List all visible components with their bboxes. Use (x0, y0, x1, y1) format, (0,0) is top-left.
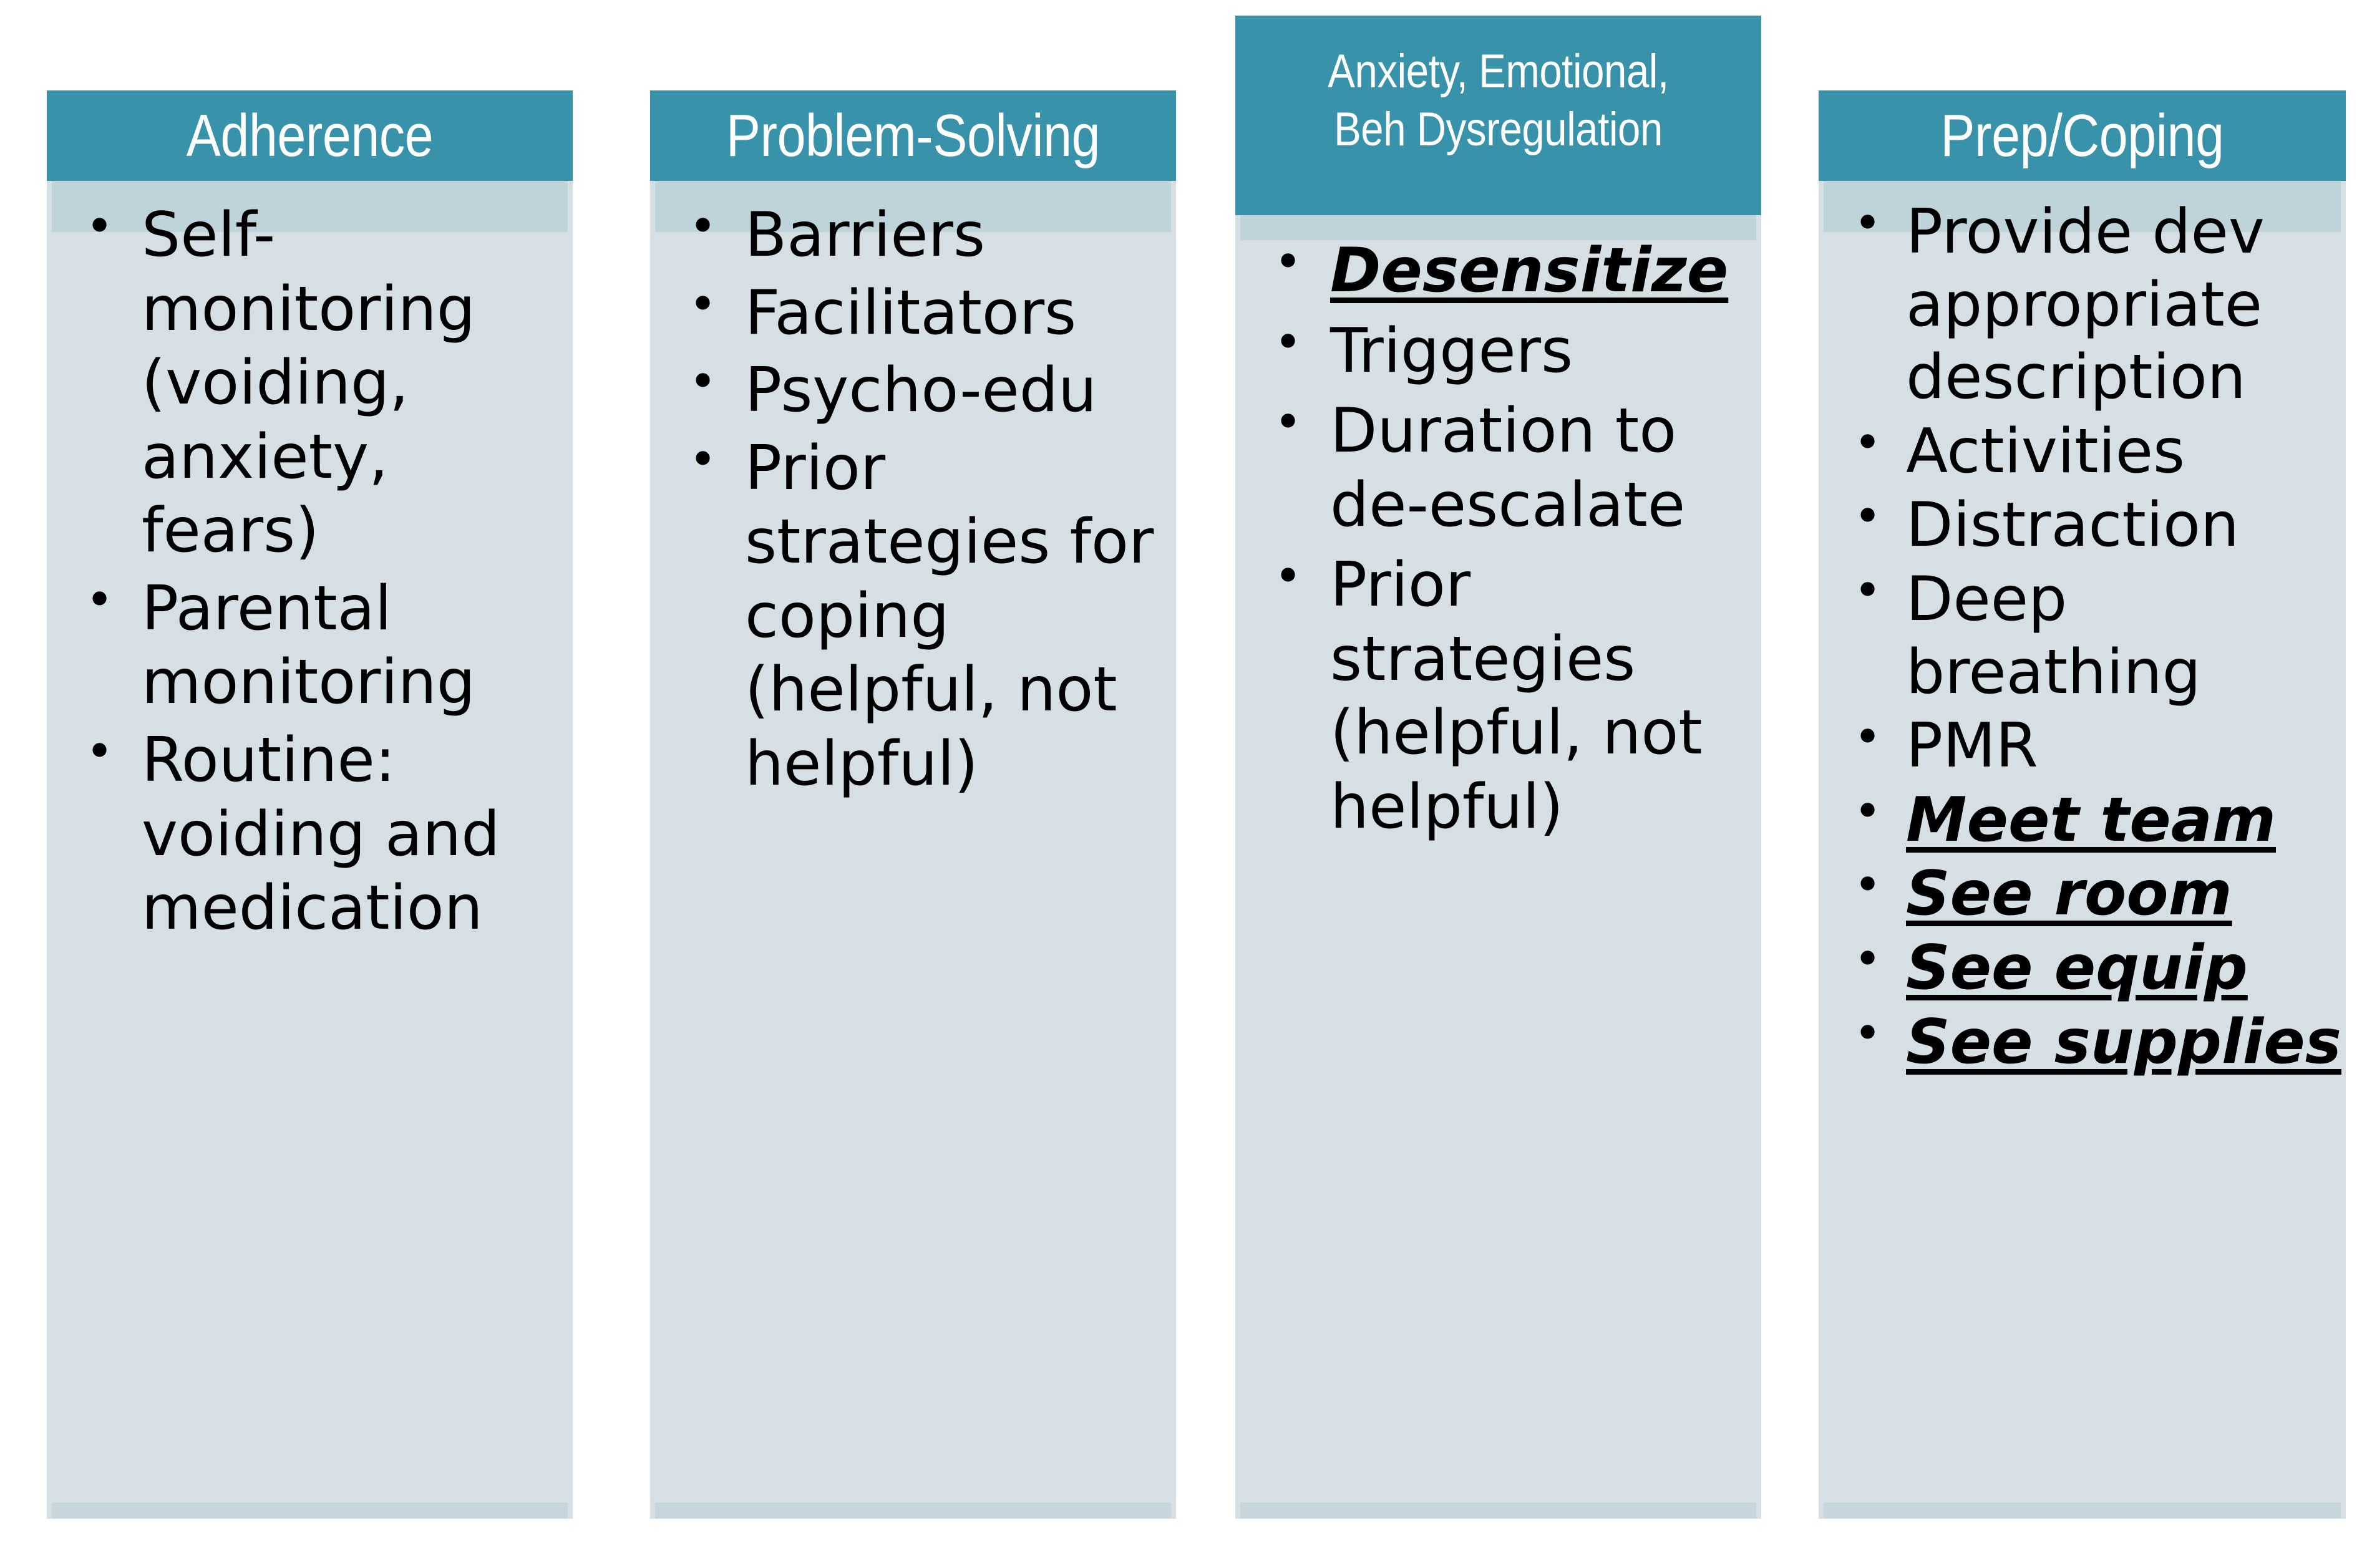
footer-shadow-band (1824, 1503, 2341, 1519)
list-item: PMR (1819, 710, 2346, 783)
list-item-text: See equip (1906, 932, 2248, 1004)
list-item: See equip (1819, 932, 2346, 1005)
list-item-text: Deep breathing (1906, 564, 2201, 708)
list-item: See supplies (1819, 1006, 2346, 1079)
list-item: Provide dev appropriate description (1819, 196, 2346, 414)
list-item-text: Facilitators (745, 277, 1077, 349)
list-item-text: See room (1906, 858, 2232, 930)
list-item-text: PMR (1906, 710, 2038, 782)
list-item-text: Self-monitoring (voiding, anxiety, fears… (142, 200, 475, 567)
column-prep-coping: Prep/Coping Provide dev appropriate desc… (1819, 90, 2346, 1519)
column-body-prep-coping: Provide dev appropriate description Acti… (1819, 181, 2346, 1519)
column-header-prep-coping: Prep/Coping (1819, 90, 2346, 181)
list-item: Distraction (1819, 489, 2346, 562)
column-title: Problem-Solving (726, 102, 1101, 169)
bullet-list-anxiety: Desensitize Triggers Duration to de-esca… (1235, 234, 1761, 844)
column-body-anxiety-emotional-beh-dysregulation: Desensitize Triggers Duration to de-esca… (1235, 215, 1761, 1519)
list-item: Duration to de-escalate (1235, 394, 1761, 542)
column-header-adherence: Adherence (47, 90, 573, 181)
column-title: Adherence (186, 102, 434, 169)
list-item: See room (1819, 858, 2346, 931)
column-title: Prep/Coping (1940, 102, 2224, 169)
list-item-text: Provide dev appropriate description (1906, 196, 2265, 414)
list-item-text: Meet team (1906, 784, 2276, 856)
column-title: Anxiety, Emotional, Beh Dysregulation (1328, 45, 1669, 156)
bullet-list-adherence: Self-monitoring (voiding, anxiety, fears… (47, 198, 573, 946)
list-item: Desensitize (1235, 234, 1761, 308)
list-item-text: Duration to de-escalate (1330, 395, 1686, 541)
bullet-list-prep-coping: Provide dev appropriate description Acti… (1819, 196, 2346, 1078)
column-problem-solving: Problem-Solving Barriers Facilitators Ps… (650, 90, 1176, 1519)
list-item-text: Prior strategies (helpful, not helpful) (1330, 549, 1703, 843)
list-item: Barriers (650, 198, 1176, 273)
list-item: Deep breathing (1819, 563, 2346, 709)
list-item: Activities (1819, 415, 2346, 488)
list-item: Triggers (1235, 314, 1761, 389)
list-item-text: Parental monitoring (142, 573, 475, 719)
list-item: Routine: voiding and medication (47, 724, 573, 946)
list-item: Self-monitoring (voiding, anxiety, fears… (47, 198, 573, 568)
column-adherence: Adherence Self-monitoring (voiding, anxi… (47, 90, 573, 1519)
footer-shadow-band (1240, 1503, 1756, 1519)
list-item-text: Psycho-edu (745, 355, 1097, 427)
list-item: Meet team (1819, 784, 2346, 857)
list-item-text: See supplies (1906, 1006, 2342, 1078)
footer-shadow-band (655, 1503, 1171, 1519)
column-header-problem-solving: Problem-Solving (650, 90, 1176, 181)
footer-shadow-band (52, 1503, 568, 1519)
list-item: Facilitators (650, 276, 1176, 351)
list-item-text: Triggers (1330, 315, 1573, 387)
list-item: Prior strategies for coping (helpful, no… (650, 432, 1176, 801)
list-item: Prior strategies (helpful, not helpful) (1235, 548, 1761, 844)
column-body-problem-solving: Barriers Facilitators Psycho-edu Prior s… (650, 181, 1176, 1519)
list-item-text: Prior strategies for coping (helpful, no… (745, 432, 1154, 800)
list-item-text: Distraction (1906, 490, 2240, 561)
column-body-adherence: Self-monitoring (voiding, anxiety, fears… (47, 181, 573, 1519)
list-item: Psycho-edu (650, 354, 1176, 428)
list-item-text: Desensitize (1330, 235, 1729, 306)
column-header-anxiety-emotional-beh-dysregulation: Anxiety, Emotional, Beh Dysregulation (1235, 16, 1761, 215)
bullet-list-problem-solving: Barriers Facilitators Psycho-edu Prior s… (650, 198, 1176, 801)
list-item-text: Barriers (745, 200, 986, 271)
list-item: Parental monitoring (47, 572, 573, 720)
column-anxiety-emotional-beh-dysregulation: Anxiety, Emotional, Beh Dysregulation De… (1235, 16, 1761, 1519)
list-item-text: Activities (1906, 415, 2185, 487)
list-item-text: Routine: voiding and medication (142, 725, 500, 944)
